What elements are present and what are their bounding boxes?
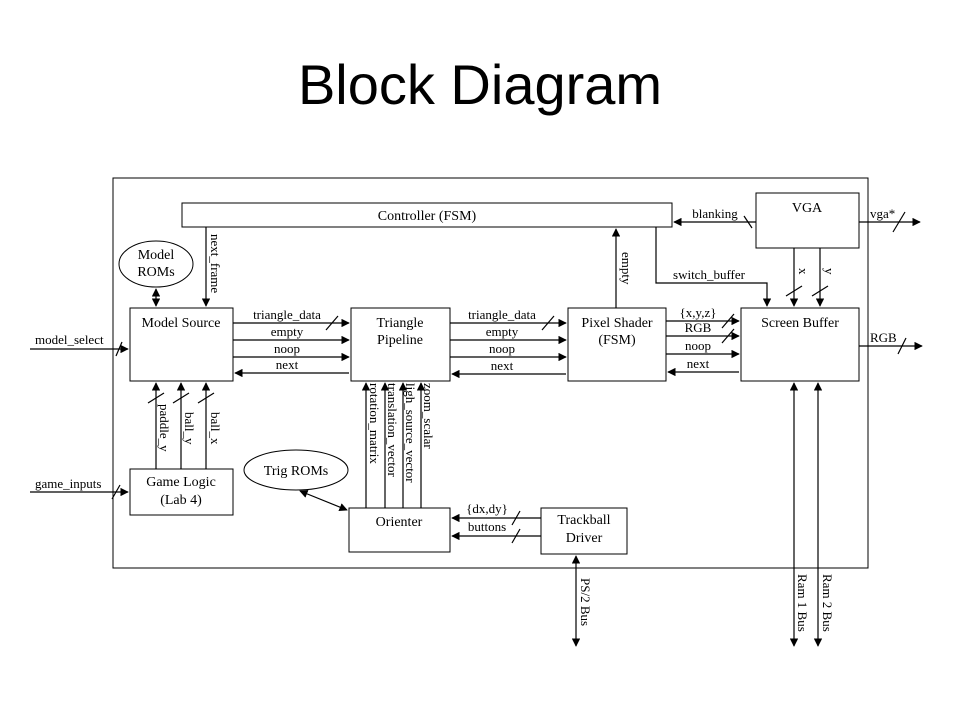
ram1-bus: Ram 1 Bus [789,382,810,647]
tp-ps-next: next [491,358,514,373]
ms-tp-bus: triangle_data empty noop next [233,307,350,378]
y-label: y [822,268,837,275]
rgb-output-label: RGB [870,330,897,345]
ball-y-label: ball_y [182,412,197,445]
orienter-block: Orienter [348,507,451,553]
blanking-label: blanking [692,206,738,221]
ms-tp-empty: empty [271,324,304,339]
dxdy-signal: {dx,dy} [451,501,541,526]
model-source-block: Model Source [129,307,234,382]
game-logic-label-2: (Lab 4) [160,493,202,508]
ram2-bus: Ram 2 Bus [813,382,835,647]
ps-sb-rgb: RGB [685,320,712,335]
ps-sb-xyz: {x,y,z} [680,305,717,320]
triangle-pipeline-block: Triangle Pipeline [350,307,451,382]
model-select-signal: model_select [30,332,129,357]
rotation-matrix-label: rotation_matrix [367,383,382,464]
page-title: Block Diagram [297,53,663,116]
buttons-signal: buttons [451,519,541,544]
model-select-label: model_select [35,332,104,347]
trackball-driver-label-1: Trackball [557,513,610,528]
ps-sb-next: next [687,356,710,371]
triangle-pipeline-label-2: Pipeline [377,333,423,348]
ms-tp-next: next [276,357,299,372]
tp-ps-bus: triangle_data empty noop next [450,307,567,379]
trackball-driver-block: Trackball Driver [540,507,628,555]
orienter-tp-signals: zoom_scalar ligh_source_vector translati… [361,382,436,508]
paddle-y-signal: paddle_y [147,382,172,469]
game-logic-label-1: Game Logic [146,475,216,490]
game-logic-block: Game Logic (Lab 4) [129,468,234,516]
zoom-scalar-label: zoom_scalar [421,383,436,449]
ram1-bus-label: Ram 1 Bus [795,574,810,632]
ps-sb-bus: {x,y,z} RGB noop next [666,305,740,377]
controller-block: Controller (FSM) [181,202,673,228]
trig-roms-link [299,489,348,512]
translation-vector-label: translation_vector [385,383,400,478]
vga-output-label: vga* [870,206,895,221]
y-signal: y [811,248,837,307]
ram2-bus-label: Ram 2 Bus [820,574,835,632]
model-roms-label-2: ROMs [137,265,174,280]
tp-ps-noop: noop [489,341,515,356]
model-roms-block: Model ROMs [118,240,194,288]
x-signal: x [785,248,811,307]
dxdy-label: {dx,dy} [466,501,508,516]
ps2-bus-label: PS/2 Bus [578,578,593,626]
buttons-label: buttons [468,519,506,534]
switch-buffer-signal: switch_buffer [655,227,772,307]
ms-tp-triangle-data: triangle_data [253,307,321,322]
tp-ps-empty: empty [486,324,519,339]
ball-x-signal: ball_x [197,382,223,469]
system-boundary [112,177,869,569]
tp-ps-triangle-data: triangle_data [468,307,536,322]
vga-label: VGA [792,201,823,216]
ball-y-signal: ball_y [172,382,197,469]
light-source-vector-label: ligh_source_vector [403,383,418,483]
ball-x-label: ball_x [208,412,223,445]
rgb-output-signal: RGB [859,330,923,355]
trig-roms-block: Trig ROMs [243,449,349,491]
empty-ctrl-signal: empty [611,228,634,308]
empty-ctrl-label: empty [619,252,634,285]
ms-tp-noop: noop [274,341,300,356]
screen-buffer-label: Screen Buffer [761,316,839,331]
pixel-shader-label-2: (FSM) [598,333,636,348]
game-inputs-label: game_inputs [35,476,101,491]
vga-output-signal: vga* [859,206,921,233]
next-frame-label: next_frame [208,234,223,293]
model-roms-label-1: Model [138,248,175,263]
x-label: x [796,268,811,275]
trackball-driver-label-2: Driver [566,531,603,546]
next-frame-signal: next_frame [201,227,223,307]
triangle-pipeline-label-1: Triangle [377,316,424,331]
game-inputs-signal: game_inputs [30,476,129,500]
ps2-bus: PS/2 Bus [571,555,593,647]
orienter-label: Orienter [376,515,423,530]
ps-sb-noop: noop [685,338,711,353]
vga-block: VGA [755,192,860,249]
screen-buffer-block: Screen Buffer [740,307,860,382]
pixel-shader-block: Pixel Shader (FSM) [567,307,667,382]
paddle-y-label: paddle_y [157,404,172,452]
switch-buffer-label: switch_buffer [673,267,746,282]
pixel-shader-label-1: Pixel Shader [581,316,652,331]
trig-roms-label: Trig ROMs [264,464,328,479]
controller-label: Controller (FSM) [378,209,477,224]
model-source-label: Model Source [142,316,221,331]
blanking-signal: blanking [673,206,756,229]
